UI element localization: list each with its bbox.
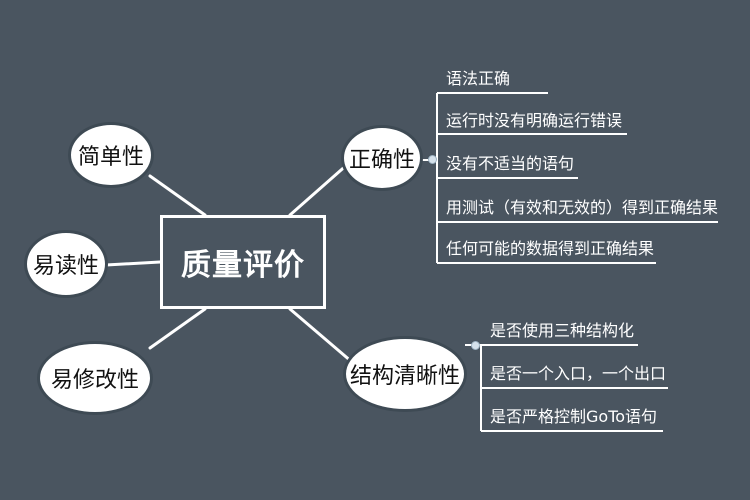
edge-simplicity [148,174,207,217]
node-structure-clarity: 结构清晰性 [343,336,467,412]
central-node-label: 质量评价 [181,248,305,283]
node-readability-label: 易读性 [32,254,99,279]
leaf-structure-1: 是否使用三种结构化 [490,321,635,340]
edge-correctness [288,161,351,217]
leaf-correctness-5: 任何可能的数据得到正确结果 [446,239,655,258]
leaf-correctness-3: 没有不适当的语句 [446,154,575,173]
node-simplicity: 简单性 [68,122,154,188]
edge-modifiability [148,307,207,350]
edge-structure [288,307,354,364]
leaf-correctness-4: 用测试（有效和无效的）得到正确结果 [446,198,719,217]
edge-readability [104,260,162,267]
node-correctness: 正确性 [341,125,423,191]
connector-dot-correctness [428,155,437,164]
leaf-structure-2: 是否一个入口，一个出口 [490,364,667,383]
central-node: 质量评价 [160,215,326,309]
node-modifiability-label: 易修改性 [50,368,139,393]
leaf-correctness-1: 语法正确 [446,69,511,88]
node-modifiability: 易修改性 [37,341,153,415]
node-correctness-label: 正确性 [348,148,415,173]
node-structure-clarity-label: 结构清晰性 [349,364,460,389]
connector-dot-structure [471,341,480,350]
node-readability: 易读性 [24,230,108,298]
leaf-correctness-2: 运行时没有明确运行错误 [446,111,623,130]
leaf-structure-3: 是否严格控制GoTo语句 [490,407,658,426]
node-simplicity-label: 简单性 [77,145,144,170]
